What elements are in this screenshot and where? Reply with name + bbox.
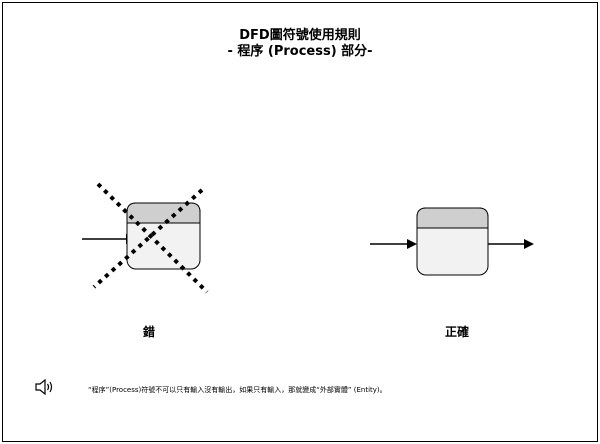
- slide-subtitle: - 程序 (Process) 部分-: [227, 44, 373, 59]
- input-arrow-head: [407, 239, 417, 249]
- output-arrow-head: [524, 239, 534, 249]
- slide-title: DFD圖符號使用規則: [239, 28, 361, 43]
- process-header-wrong: [126, 202, 201, 224]
- cross-out-icon: [92, 182, 209, 294]
- wrong-process-example: [82, 202, 201, 270]
- note-text: “程序”(Process)符號不可以只有輸入沒有輸出，如果只有輸入，那就變成“外…: [88, 386, 387, 394]
- wrong-caption: 錯: [143, 325, 156, 339]
- process-header-right: [416, 207, 489, 229]
- right-caption: 正確: [445, 325, 470, 339]
- right-process-example: [370, 207, 534, 276]
- speaker-icon[interactable]: [35, 379, 55, 395]
